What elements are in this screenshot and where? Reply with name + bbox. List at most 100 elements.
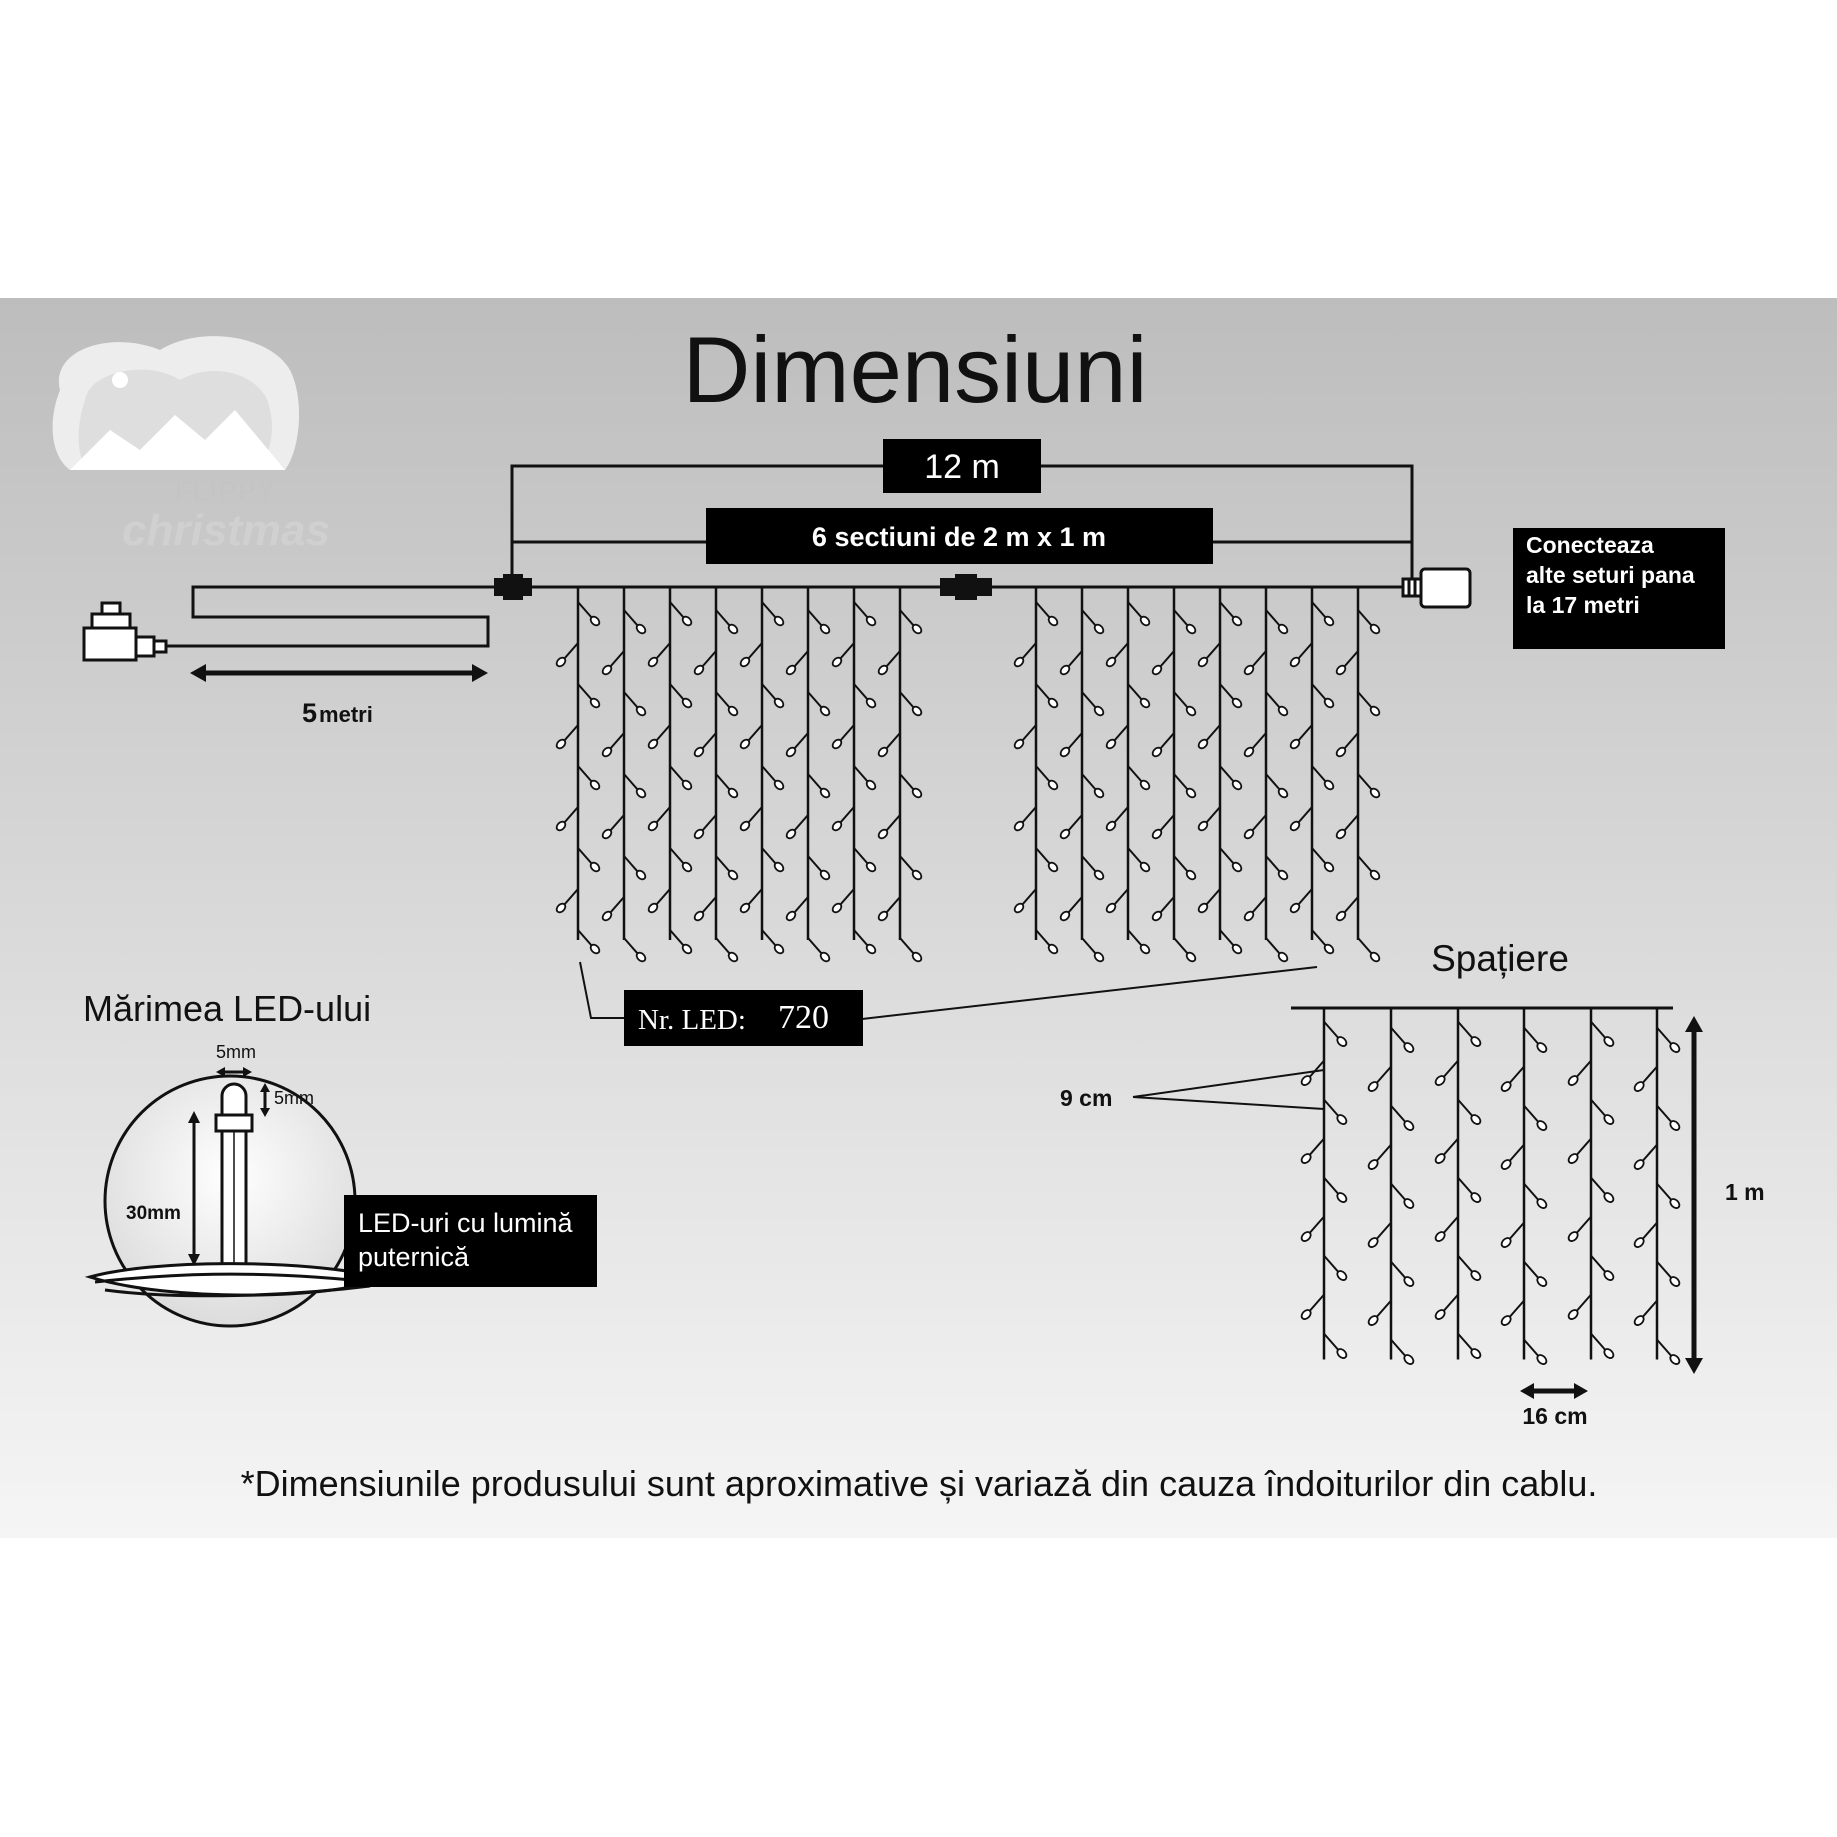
led-bulb	[693, 910, 705, 922]
led-strand	[693, 587, 739, 963]
led-strand	[647, 587, 693, 955]
led-bulb	[1105, 820, 1117, 832]
led-bulb	[1289, 820, 1301, 832]
led-bulb	[1567, 1231, 1579, 1242]
led-bulb	[911, 951, 923, 963]
led-bulb	[1059, 828, 1071, 840]
led-bulb	[1231, 697, 1243, 709]
led-bulb	[1300, 1309, 1312, 1320]
cable-length-label: 5metri	[302, 698, 373, 728]
connect-note-line-3: la 17 metri	[1526, 592, 1640, 618]
led-bulb	[1185, 623, 1197, 635]
spacing-heading: Spațiere	[1431, 938, 1569, 979]
led-bulb	[1300, 1231, 1312, 1242]
vertical-spacing-leaders	[1132, 1069, 1325, 1110]
led-bulb	[1434, 1075, 1446, 1086]
led-strand	[555, 587, 601, 955]
led-bulb	[785, 664, 797, 676]
led-strand	[831, 587, 877, 955]
led-width-label: 5mm	[216, 1042, 256, 1062]
led-bulb	[1277, 951, 1289, 963]
led-bulb	[1500, 1237, 1512, 1248]
led-bulb	[1369, 705, 1381, 717]
led-bulb	[1403, 1198, 1415, 1209]
power-lead-cable	[166, 585, 492, 648]
led-bulb	[1633, 1315, 1645, 1326]
led-bulb	[1105, 656, 1117, 668]
led-bulb	[1403, 1120, 1415, 1131]
led-bulb	[589, 861, 601, 873]
led-bulb	[1403, 1276, 1415, 1287]
led-bulb	[1059, 746, 1071, 758]
led-bulb	[865, 779, 877, 791]
led-bulb	[1336, 1348, 1348, 1359]
led-bulb	[1633, 1159, 1645, 1170]
led-count-leader-right	[861, 966, 1318, 1020]
led-bulb	[1197, 820, 1209, 832]
led-bulb	[635, 951, 647, 963]
led-bulb	[693, 664, 705, 676]
led-length-arrow	[188, 1111, 200, 1266]
led-bulb	[911, 869, 923, 881]
led-bulb	[1367, 1081, 1379, 1092]
led-bulb	[1151, 910, 1163, 922]
led-bulb	[1603, 1036, 1615, 1047]
led-count-box	[624, 990, 863, 1046]
led-bulb	[1323, 861, 1335, 873]
spacing-detail-strands	[1300, 1008, 1681, 1365]
led-bulb	[681, 697, 693, 709]
led-bulb	[1243, 664, 1255, 676]
led-bulb	[1013, 738, 1025, 750]
curtain-section-left	[555, 587, 923, 963]
led-strand	[1151, 587, 1197, 963]
led-bulb	[727, 705, 739, 717]
led-strand	[1567, 1008, 1615, 1360]
led-bulb	[1470, 1192, 1482, 1203]
led-bulb	[911, 787, 923, 799]
led-bulb	[1669, 1198, 1681, 1209]
led-bulb	[1047, 779, 1059, 791]
led-bulb	[1669, 1354, 1681, 1365]
connector-middle	[940, 574, 992, 600]
led-bulb	[831, 902, 843, 914]
led-bulb-drawing	[214, 1082, 254, 1268]
led-bulb	[1367, 1159, 1379, 1170]
logo-flippy: FLIPPY	[175, 476, 277, 506]
cable-length-number: 5	[302, 698, 317, 728]
led-bulb	[819, 787, 831, 799]
led-bulb	[1185, 869, 1197, 881]
led-bulb	[1335, 828, 1347, 840]
led-bulb	[1277, 869, 1289, 881]
led-bulb	[589, 943, 601, 955]
led-height-arrow	[260, 1083, 270, 1117]
led-strand	[1367, 1008, 1415, 1365]
led-bulb	[1633, 1237, 1645, 1248]
led-bulb	[1139, 697, 1151, 709]
led-length-label: 30mm	[126, 1203, 181, 1224]
led-bulb	[831, 738, 843, 750]
led-bulb	[647, 656, 659, 668]
drop-length-arrow	[1685, 1016, 1703, 1374]
led-bulb	[1434, 1231, 1446, 1242]
led-bulb	[1013, 656, 1025, 668]
led-bulb	[1185, 951, 1197, 963]
led-bulb	[1323, 697, 1335, 709]
led-bulb	[1536, 1042, 1548, 1053]
led-bulb	[773, 615, 785, 627]
led-bulb	[1093, 869, 1105, 881]
led-bulb	[773, 697, 785, 709]
sections-box	[706, 508, 1213, 564]
led-bulb	[1093, 623, 1105, 635]
led-bulb	[1047, 615, 1059, 627]
led-note-box	[344, 1195, 597, 1287]
led-bulb	[1289, 902, 1301, 914]
led-bulb	[1603, 1192, 1615, 1203]
led-bulb	[1197, 656, 1209, 668]
led-bulb	[1231, 861, 1243, 873]
led-bulb	[1500, 1159, 1512, 1170]
led-bulb	[1403, 1042, 1415, 1053]
led-bulb	[1567, 1075, 1579, 1086]
led-count-value: 720	[778, 999, 829, 1036]
led-strand	[1243, 587, 1289, 963]
